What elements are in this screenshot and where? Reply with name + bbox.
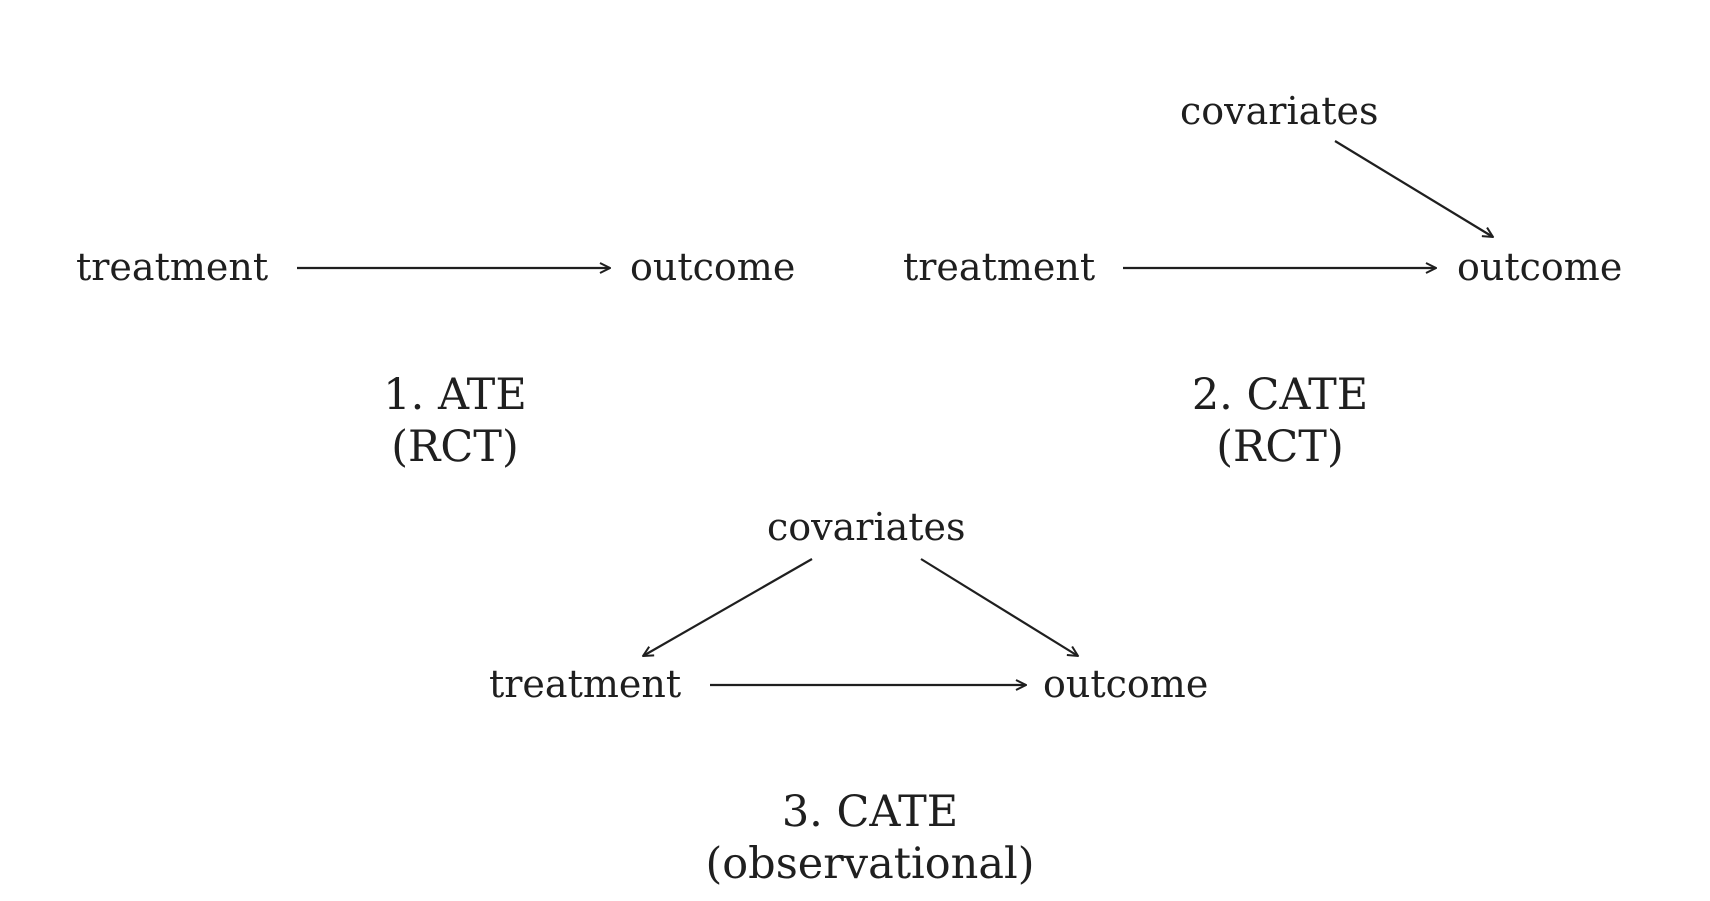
diagram-1-caption-subtitle: (RCT) [391,421,519,472]
diagram-2-caption-subtitle: (RCT) [1216,421,1344,472]
diagram-3-caption-subtitle: (observational) [705,838,1035,889]
diagram-3-covariates-node: covariates [767,505,966,549]
edge-covariates-to-treatment-3 [643,558,813,656]
diagram-2-treatment-node: treatment [903,245,1096,289]
edge-covariates-to-outcome-3 [920,558,1078,656]
diagram-3-treatment-node: treatment [489,662,682,706]
diagram-1-caption: 1. ATE (RCT) [330,370,580,473]
diagram-2-caption-title: 2. CATE [1191,370,1369,420]
diagram-3-caption-title: 3. CATE [781,787,959,837]
diagram-3-caption: 3. CATE (observational) [660,787,1080,890]
diagram-1-treatment-node: treatment [76,245,269,289]
diagram-1-outcome-node: outcome [630,245,796,289]
diagram-1-caption-title: 1. ATE [383,370,527,420]
diagram-2-outcome-node: outcome [1457,245,1623,289]
diagram-2-caption: 2. CATE (RCT) [1130,370,1430,473]
diagram-2-covariates-node: covariates [1180,89,1379,133]
diagram-3-outcome-node: outcome [1043,662,1209,706]
edge-covariates-to-outcome-2 [1334,140,1493,237]
